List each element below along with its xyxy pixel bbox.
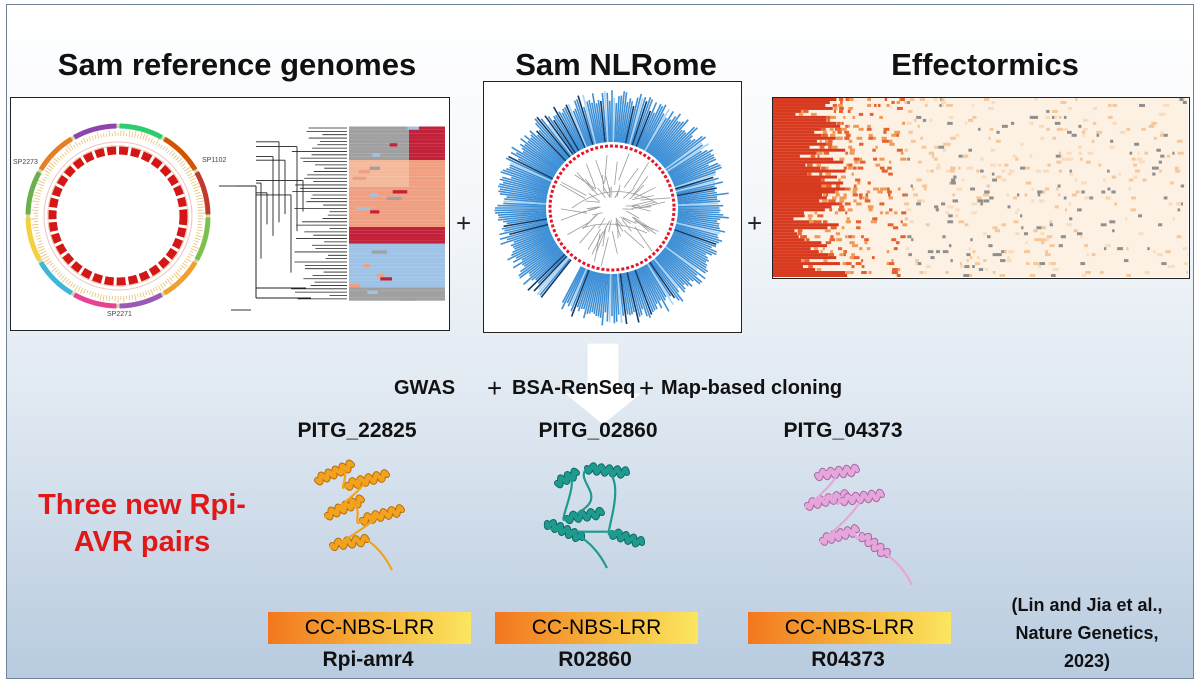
nlr-circular-tree: [494, 90, 729, 326]
protein-structure-1: [314, 459, 405, 571]
title-effectormics: Effectormics: [891, 47, 1079, 82]
plus-2: +: [747, 208, 763, 238]
effector-name-1: PITG_22825: [297, 419, 417, 442]
headline-line-2: AVR pairs: [73, 526, 211, 558]
method-bsa-renseq: BSA-RenSeq: [512, 377, 636, 399]
headline: Three new Rpi- AVR pairs: [17, 487, 267, 561]
title-genomes: Sam reference genomes: [57, 47, 417, 82]
domain-bar-3: CC-NBS-LRR: [748, 612, 951, 644]
nlr-inner-tree: [559, 153, 671, 267]
protein-structure-3: [804, 463, 913, 585]
citation-line-3: 2023): [1063, 651, 1111, 671]
phylogenetic-tree: [235, 127, 347, 300]
slide: Sam reference genomes Sam NLRome Effecto…: [6, 4, 1194, 679]
haplotype-blocks: [349, 126, 445, 301]
genomes-panel: SP2273 SP1102 SP2271: [10, 97, 450, 331]
effector-heatmap: [773, 98, 1189, 277]
nlrome-panel: [483, 81, 742, 333]
heatmap-cells: [773, 98, 1189, 277]
method-plus-2: +: [639, 373, 655, 403]
down-arrow-icon: [562, 343, 644, 426]
citation-line-1: (Lin and Jia et al.,: [1011, 595, 1163, 615]
genome-label-bottom: SP2271: [107, 311, 132, 318]
domain-bar-1: CC-NBS-LRR: [268, 612, 471, 644]
method-plus: +: [487, 373, 503, 403]
genome-figure: SP2273 SP1102 SP2271: [13, 120, 445, 320]
domain-bar-2: CC-NBS-LRR: [495, 612, 698, 644]
r-gene-name-3: R04373: [811, 648, 885, 671]
r-gene-name-1: Rpi-amr4: [322, 648, 414, 671]
title-nlrome: Sam NLRome: [515, 47, 717, 82]
r-gene-name-2: R02860: [558, 648, 632, 671]
plus-1: +: [456, 208, 472, 238]
citation-line-2: Nature Genetics,: [1015, 623, 1159, 643]
method-map-based-cloning: Map-based cloning: [661, 377, 843, 399]
effector-name-3: PITG_04373: [783, 419, 903, 442]
citation: (Lin and Jia et al., Nature Genetics, 20…: [1002, 591, 1172, 675]
genome-label-left: SP2273: [13, 159, 38, 166]
nlrome-figure: [494, 90, 729, 326]
headline-line-1: Three new Rpi-: [38, 489, 246, 521]
method-gwas: GWAS: [394, 377, 456, 399]
protein-structure-2: [543, 462, 646, 569]
effectormics-panel: [772, 97, 1190, 279]
effector-name-2: PITG_02860: [538, 419, 658, 442]
genome-label-right: SP1102: [202, 157, 226, 164]
circos-ring: [25, 123, 211, 309]
